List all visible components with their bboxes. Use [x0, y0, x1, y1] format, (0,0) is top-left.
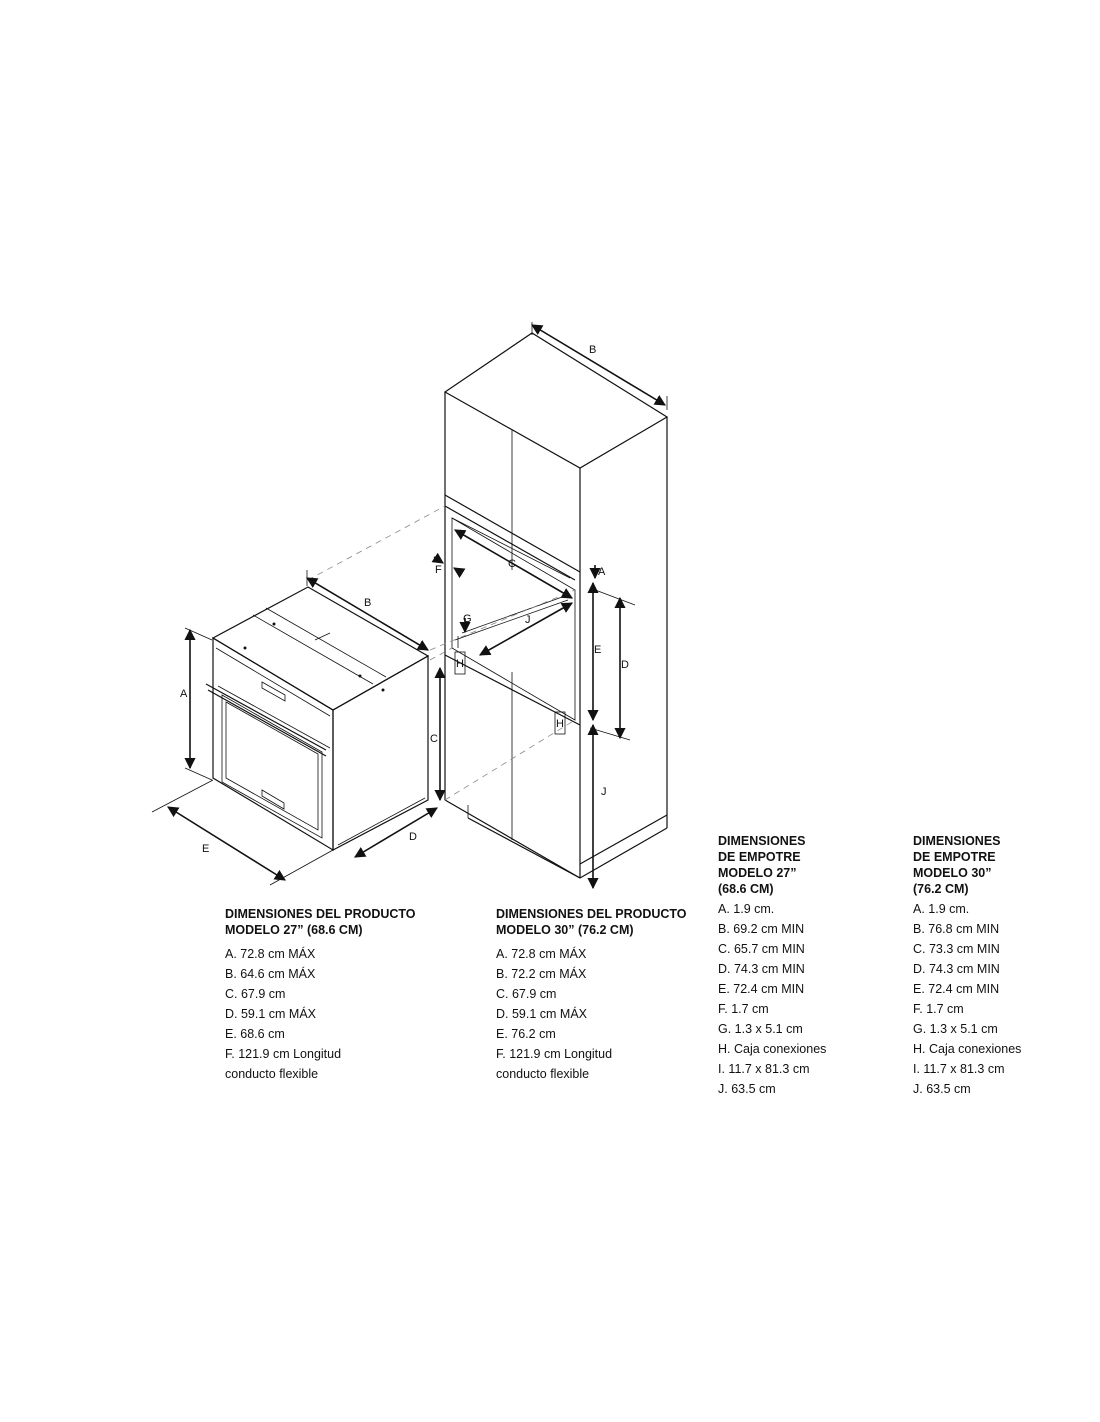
cutout-30-item: E. 72.4 cm MIN	[913, 982, 1000, 996]
cutout-27-item: B. 69.2 cm MIN	[718, 922, 805, 936]
cutout-27-heading-line: MODELO 27”	[718, 866, 797, 880]
product-27-heading-line2: MODELO 27” (68.6 CM)	[225, 923, 363, 937]
cutout-30-heading-line: DE EMPOTRE	[913, 850, 996, 864]
cutout-30-item: H. Caja conexiones	[913, 1042, 1022, 1056]
cutout-30-heading: DIMENSIONES DE EMPOTRE MODELO 30” (76.2 …	[913, 833, 1088, 897]
product-27-item: B. 64.6 cm MÁX	[225, 967, 316, 981]
cutout-30-heading-line: MODELO 30”	[913, 866, 992, 880]
cutout-30-heading-line: (76.2 CM)	[913, 882, 969, 896]
projection-lines	[307, 505, 576, 801]
label-cab-H-lower: H	[556, 718, 564, 730]
cutout-27-item: E. 72.4 cm MIN	[718, 982, 805, 996]
product-27-item: conducto flexible	[225, 1067, 319, 1081]
cutout-30-item: G. 1.3 x 5.1 cm	[913, 1022, 998, 1036]
cutout-dimensions-27: DIMENSIONES DE EMPOTRE MODELO 27” (68.6 …	[718, 833, 888, 1099]
label-cab-J-vertical: J	[601, 786, 607, 798]
product-27-item: D. 59.1 cm MÁX	[225, 1007, 316, 1021]
cutout-27-item: A. 1.9 cm.	[718, 902, 775, 916]
label-oven-D: D	[409, 831, 417, 843]
cutout-27-heading-line: DIMENSIONES	[718, 834, 806, 848]
product-30-item: E. 76.2 cm	[496, 1027, 556, 1041]
label-cab-G: G	[463, 613, 472, 625]
cutout-27-item: D. 74.3 cm MIN	[718, 962, 805, 976]
product-27-item: A. 72.8 cm MÁX	[225, 947, 316, 961]
wall-cabinet	[443, 332, 669, 879]
label-oven-B: B	[364, 597, 371, 609]
cutout-30-item: D. 74.3 cm MIN	[913, 962, 1000, 976]
label-cab-C: C	[508, 558, 516, 570]
label-cab-A: A	[598, 566, 606, 578]
product-30-heading-line2: MODELO 30” (76.2 CM)	[496, 923, 634, 937]
label-cab-D: D	[621, 659, 629, 671]
product-30-item: C. 67.9 cm	[496, 987, 557, 1001]
product-27-item: F. 121.9 cm Longitud	[225, 1047, 342, 1061]
dimension-lines	[151, 322, 668, 890]
product-30-item: B. 72.2 cm MÁX	[496, 967, 587, 981]
cutout-30-item: I. 11.7 x 81.3 cm	[913, 1062, 1005, 1076]
cutout-30-heading-line: DIMENSIONES	[913, 834, 1001, 848]
cutout-27-heading-line: (68.6 CM)	[718, 882, 774, 896]
product-dimensions-27: DIMENSIONES DEL PRODUCTO MODELO 27” (68.…	[225, 906, 465, 1084]
label-oven-C: C	[430, 733, 438, 745]
product-30-heading-line1: DIMENSIONES DEL PRODUCTO	[496, 907, 687, 921]
product-30-item: conducto flexible	[496, 1067, 590, 1081]
product-27-item: E. 68.6 cm	[225, 1027, 285, 1041]
product-27-heading-line1: DIMENSIONES DEL PRODUCTO	[225, 907, 416, 921]
product-30-item: D. 59.1 cm MÁX	[496, 1007, 587, 1021]
cutout-27-item: G. 1.3 x 5.1 cm	[718, 1022, 803, 1036]
cutout-dimensions-30: DIMENSIONES DE EMPOTRE MODELO 30” (76.2 …	[913, 833, 1088, 1099]
label-oven-A: A	[180, 688, 188, 700]
cutout-27-heading: DIMENSIONES DE EMPOTRE MODELO 27” (68.6 …	[718, 833, 888, 897]
label-oven-E: E	[202, 843, 209, 855]
cutout-30-item: B. 76.8 cm MIN	[913, 922, 1000, 936]
cutout-27-item: F. 1.7 cm	[718, 1002, 769, 1016]
product-dimensions-30: DIMENSIONES DEL PRODUCTO MODELO 30” (76.…	[496, 906, 716, 1084]
wall-oven	[205, 586, 430, 852]
product-30-item: F. 121.9 cm Longitud	[496, 1047, 613, 1061]
cutout-30-item: C. 73.3 cm MIN	[913, 942, 1000, 956]
label-cab-B: B	[589, 344, 596, 356]
cutout-27-item: J. 63.5 cm	[718, 1082, 776, 1096]
dimension-labels: A B C D E B F C A G J E D H H J	[180, 344, 629, 855]
label-cab-H-upper: H	[456, 658, 464, 670]
cutout-30-item: A. 1.9 cm.	[913, 902, 970, 916]
label-cab-E: E	[594, 644, 601, 656]
cutout-27-item: C. 65.7 cm MIN	[718, 942, 805, 956]
cutout-27-item: I. 11.7 x 81.3 cm	[718, 1062, 810, 1076]
cutout-27-heading-line: DE EMPOTRE	[718, 850, 801, 864]
product-30-heading: DIMENSIONES DEL PRODUCTO MODELO 30” (76.…	[496, 906, 716, 938]
label-cab-F: F	[435, 564, 442, 576]
cutout-27-item: H. Caja conexiones	[718, 1042, 827, 1056]
label-cab-J-horizontal: J	[525, 614, 531, 626]
cutout-30-item: F. 1.7 cm	[913, 1002, 964, 1016]
product-30-item: A. 72.8 cm MÁX	[496, 947, 587, 961]
product-27-item: C. 67.9 cm	[225, 987, 286, 1001]
cutout-30-item: J. 63.5 cm	[913, 1082, 971, 1096]
product-27-heading: DIMENSIONES DEL PRODUCTO MODELO 27” (68.…	[225, 906, 465, 938]
